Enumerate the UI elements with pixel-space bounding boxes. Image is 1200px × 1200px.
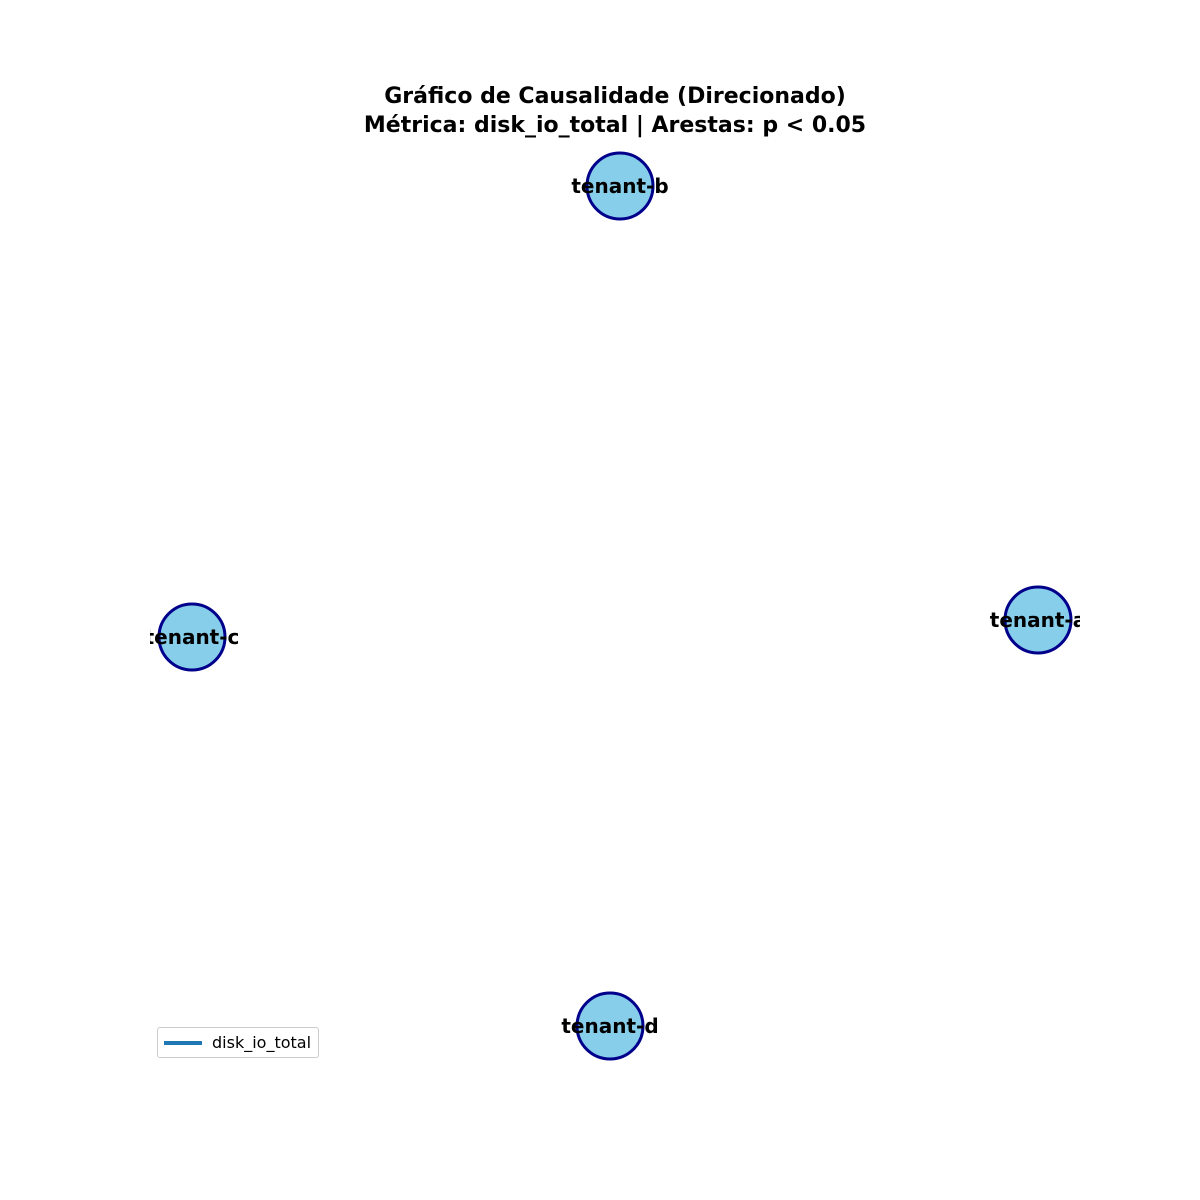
node-label: tenant-c xyxy=(145,625,240,649)
node-layer: tenant-b tenant-c tenant-a tenant-d xyxy=(145,151,1086,1061)
legend-swatch xyxy=(164,1041,202,1045)
node-label: tenant-b xyxy=(571,174,668,198)
graph-node-tenant-b: tenant-b xyxy=(571,151,669,221)
node-label: tenant-a xyxy=(990,608,1086,632)
graph-node-tenant-d: tenant-d xyxy=(561,991,659,1061)
legend-label: disk_io_total xyxy=(212,1033,312,1052)
node-label: tenant-d xyxy=(561,1014,658,1038)
node-circle xyxy=(1003,585,1073,655)
graph-node-tenant-c: tenant-c xyxy=(145,602,240,672)
legend: disk_io_total xyxy=(157,1027,319,1058)
node-circle xyxy=(157,602,227,672)
graph-node-tenant-a: tenant-a xyxy=(990,585,1086,655)
node-circle xyxy=(575,991,645,1061)
graph-subtitle: Métrica: disk_io_total | Arestas: p < 0.… xyxy=(363,113,867,138)
graph-title: Gráfico de Causalidade (Direcionado) xyxy=(384,84,846,109)
node-circle xyxy=(585,151,655,221)
